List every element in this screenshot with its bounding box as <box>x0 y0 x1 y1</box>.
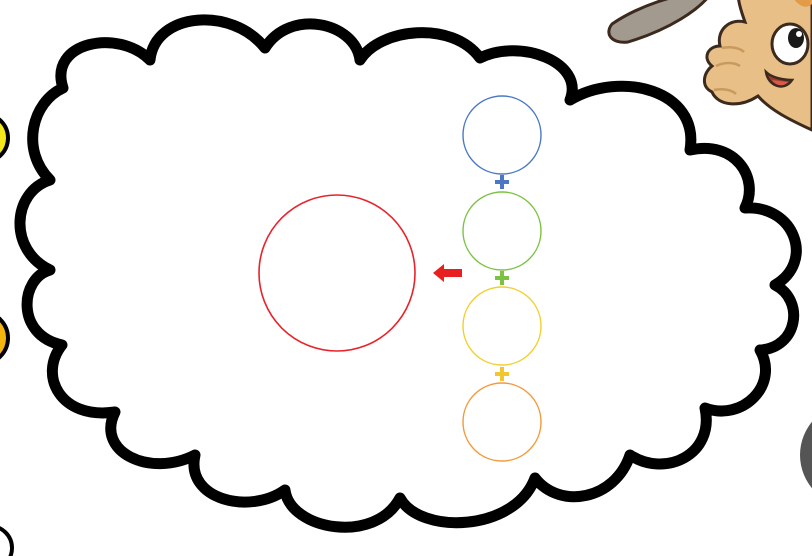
result-slot[interactable] <box>259 195 415 351</box>
ingredient-slot-yellow[interactable] <box>463 287 541 365</box>
yellow-circle-button[interactable] <box>0 114 8 162</box>
corner-disc <box>800 403 812 507</box>
side-buttons <box>0 114 12 556</box>
orange-circle-button[interactable] <box>0 312 8 364</box>
white-circle-button[interactable] <box>0 526 12 556</box>
ingredient-slot-blue[interactable] <box>463 96 541 174</box>
ingredient-slot-orange[interactable] <box>463 383 541 461</box>
ingredient-slot-green[interactable] <box>463 192 541 270</box>
